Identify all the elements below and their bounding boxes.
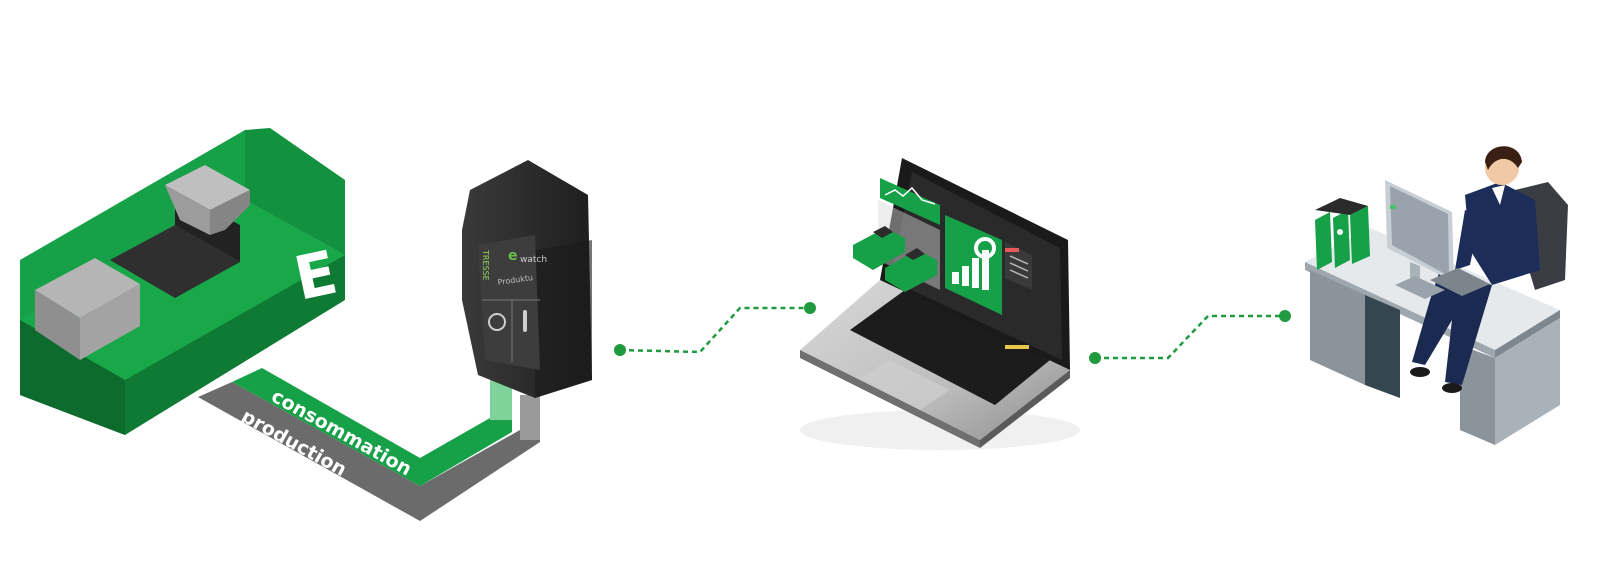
consumption-track (232, 368, 512, 486)
device-text-line1: TRESSE (481, 249, 490, 281)
dashboard-bar-1 (952, 272, 959, 284)
gauge-icon (488, 313, 506, 331)
office-worker-icon (1305, 146, 1568, 445)
device-brand: watch (520, 255, 547, 265)
sensor-device-icon: watch e TRESSE Produktu (462, 160, 592, 398)
device-logo: e (508, 248, 518, 264)
laptop-touchpad (860, 360, 950, 410)
monitor-icon (1385, 180, 1454, 299)
dashboard-bar-2 (962, 266, 969, 286)
laptop-keyboard (850, 290, 1050, 405)
production-connector (520, 395, 540, 440)
thermometer-icon (523, 310, 527, 332)
binders-icon (1315, 198, 1370, 270)
machine-icon: E (20, 128, 345, 435)
link-device-to-laptop (614, 302, 816, 356)
person-torso (1465, 182, 1540, 285)
production-track (198, 382, 540, 521)
mini-machine-icon (853, 226, 905, 270)
dashboard-bar-4 (982, 250, 989, 290)
mini-machine-icon-2 (885, 248, 937, 292)
link-laptop-to-office (1089, 310, 1291, 364)
dashboard-bar-3 (972, 258, 979, 288)
laptop-icon (800, 158, 1080, 450)
dashboard-donut (974, 237, 996, 259)
person-legs (1412, 270, 1492, 385)
keyboard-icon (1430, 268, 1490, 296)
